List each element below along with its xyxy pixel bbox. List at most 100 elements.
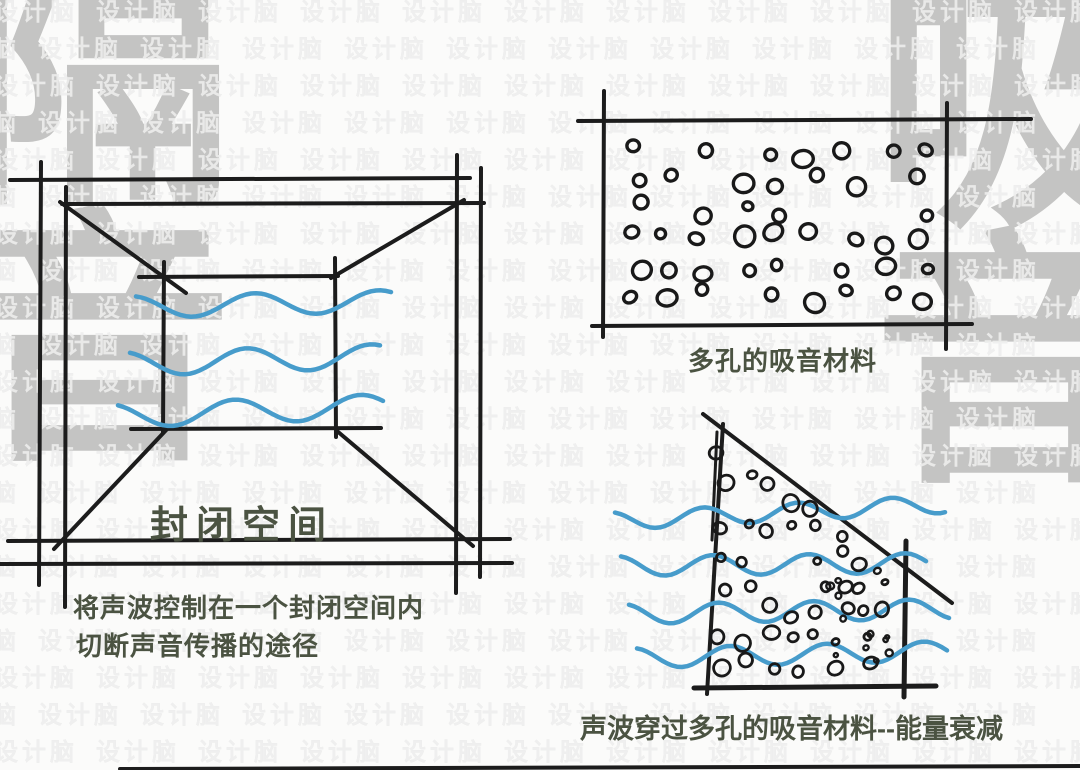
- porous-circle: [759, 476, 776, 492]
- porous-circle: [653, 227, 668, 241]
- porous-circle: [808, 166, 826, 184]
- porous-circle: [791, 664, 805, 679]
- porous-circle: [765, 177, 785, 196]
- porous-circle: [874, 256, 898, 277]
- sound-waves: [115, 288, 952, 670]
- porous-circle: [762, 221, 785, 243]
- porous-circle: [630, 259, 654, 282]
- porous-circle: [711, 521, 729, 536]
- porous-circle: [907, 228, 929, 251]
- ink-strokes: [0, 89, 1080, 770]
- porous-circle: [857, 604, 870, 617]
- porous-circle: [812, 556, 823, 566]
- porous-circle: [826, 659, 845, 677]
- porous-circle: [631, 172, 648, 189]
- porous-circle: [767, 662, 782, 676]
- porous-circle: [758, 522, 774, 540]
- porous-circle: [717, 582, 733, 598]
- porous-circle: [880, 578, 890, 587]
- porous-circle: [809, 518, 822, 532]
- porous-circle: [825, 581, 836, 591]
- porous-circle: [851, 581, 866, 595]
- porous-circle: [873, 600, 890, 619]
- porous-circle: [745, 469, 759, 481]
- porous-circle: [833, 262, 850, 279]
- porous-circle: [697, 141, 715, 160]
- enclosed-space-caption-line1: 将声波控制在一个封闭空间内: [73, 593, 425, 623]
- porous-circle: [781, 493, 801, 514]
- porous-circle: [709, 628, 726, 646]
- bottom-rule: [118, 764, 1080, 770]
- porous-circle: [836, 544, 850, 558]
- porous-circle: [920, 262, 936, 276]
- porous-circle: [834, 577, 843, 585]
- porous-circle: [623, 224, 641, 240]
- porous-circle: [839, 614, 848, 623]
- porous-circle: [743, 518, 755, 530]
- porous-circle: [694, 281, 710, 298]
- porous-circle: [692, 265, 714, 284]
- porous-circle: [837, 579, 854, 595]
- porous-circle: [786, 519, 798, 531]
- porous-circle: [872, 657, 880, 664]
- sound-wave: [127, 342, 383, 377]
- porous-circle: [884, 648, 895, 658]
- porous-circle: [625, 138, 642, 154]
- porous-circle: [663, 167, 679, 183]
- porous-circle: [872, 566, 882, 576]
- sound-wave: [618, 551, 929, 578]
- porous-circle: [786, 631, 800, 644]
- porous-rect-drawing: [576, 89, 1033, 351]
- porous-circle: [884, 285, 902, 302]
- porous-circle: [791, 148, 815, 170]
- porous-circle: [819, 580, 832, 594]
- porous-circle: [911, 292, 934, 312]
- porous-circle: [712, 658, 732, 678]
- porous-circle: [845, 175, 868, 198]
- sound-wave: [634, 639, 950, 670]
- porous-circle: [769, 257, 784, 273]
- porous-circle: [838, 283, 854, 298]
- porous-circle: [715, 551, 727, 564]
- porous-circle: [882, 636, 890, 644]
- porous-circle: [802, 291, 827, 315]
- porous-circle: [783, 610, 800, 625]
- porous-circle: [830, 637, 841, 647]
- porous-circle: [771, 207, 788, 225]
- enclosed-space-caption-line2: 切断声音传播的途径: [76, 631, 320, 661]
- porous-material-circles: [621, 138, 936, 679]
- porous-circle: [917, 142, 934, 158]
- porous-circle: [919, 208, 935, 223]
- porous-circle: [731, 172, 756, 195]
- porous-circle: [862, 644, 870, 652]
- porous-circle: [761, 624, 782, 641]
- porous-circle: [806, 628, 819, 641]
- porous-circle: [832, 651, 840, 659]
- porous-circle: [655, 288, 679, 308]
- porous-circle: [832, 140, 852, 161]
- porous-circle: [836, 529, 849, 543]
- porous-circle: [621, 289, 639, 305]
- porous-circle: [840, 601, 856, 616]
- porous-circle: [908, 167, 926, 186]
- porous-circle: [850, 556, 868, 573]
- porous-circle: [743, 579, 758, 593]
- porous-circle: [847, 231, 865, 248]
- enclosed-box-drawing: [0, 153, 514, 609]
- porous-circle: [732, 224, 757, 249]
- porous-circle: [742, 263, 758, 279]
- porous-material-label: 多孔的吸音材料: [688, 346, 878, 376]
- porous-circle: [693, 206, 713, 226]
- porous-circle: [737, 651, 754, 669]
- porous-circle: [807, 604, 823, 620]
- porous-circle: [885, 143, 902, 159]
- sound-wave: [133, 288, 394, 319]
- wedge-attenuation-caption: 声波穿过多孔的吸音材料--能量衰减: [580, 714, 1003, 744]
- porous-circle: [716, 473, 736, 492]
- sound-wave: [115, 392, 386, 429]
- enclosed-space-title: 封闭空间: [150, 505, 335, 547]
- porous-circle: [687, 231, 706, 247]
- sound-wave: [612, 495, 948, 531]
